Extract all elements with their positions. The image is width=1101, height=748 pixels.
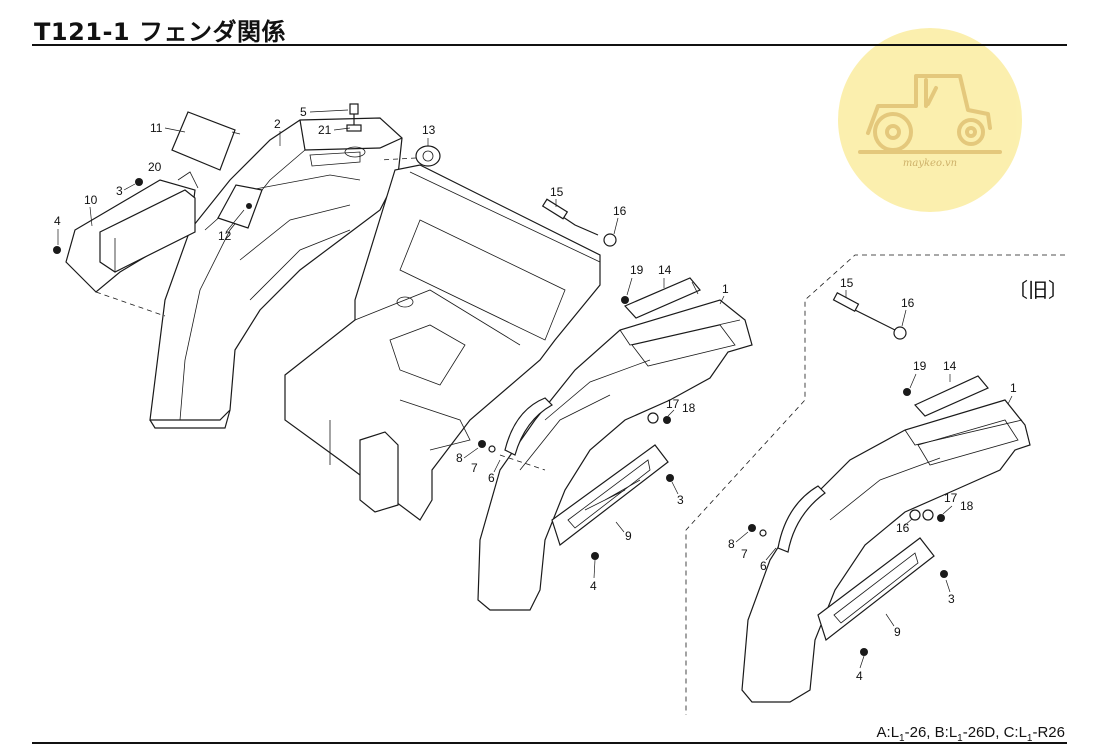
callout: 3 — [677, 493, 684, 507]
callout: 16 — [896, 521, 910, 535]
nut-part-19 — [621, 296, 629, 304]
grommet-part-13 — [379, 145, 441, 167]
callout: 7 — [741, 547, 748, 561]
callout: 3 — [116, 184, 123, 198]
callout: 17 — [666, 397, 680, 411]
nut-part-3b — [666, 474, 674, 482]
nut-part-18 — [663, 416, 671, 424]
lamp-cable-part-15 — [541, 198, 617, 247]
old-washer-part-17 — [922, 509, 934, 521]
old-nut-part-3 — [940, 570, 948, 578]
strip-part-14 — [623, 277, 701, 319]
callout: 10 — [84, 193, 98, 207]
callout: 18 — [960, 499, 974, 513]
washer-part-7 — [488, 445, 496, 453]
callout: 9 — [625, 529, 632, 543]
model-applicability-note: A:L1-26, B:L1-26D, C:L1-R26 — [876, 724, 1065, 744]
old-version-frame — [685, 254, 1065, 715]
callout: 5 — [300, 105, 307, 119]
bolt-part-4b — [591, 552, 599, 560]
old-washer-part-7 — [759, 529, 767, 537]
title-rule — [32, 44, 1067, 46]
callout: 9 — [894, 625, 901, 639]
callout: 19 — [913, 359, 927, 373]
callout: 6 — [760, 559, 767, 573]
old-cover-plate-part-9 — [817, 537, 935, 642]
callout: 18 — [682, 401, 696, 415]
old-nut-part-18 — [937, 514, 945, 522]
old-bolt-part-4 — [860, 648, 868, 656]
old-bolt-part-8 — [748, 524, 756, 532]
callouts-old: 15 16 19 14 1 17 18 16 8 7 6 3 9 4 — [728, 276, 1017, 683]
callout: 15 — [550, 185, 564, 199]
fender-liner-part-6 — [504, 397, 553, 456]
callout: 4 — [856, 669, 863, 683]
old-cable-part-15 — [832, 292, 907, 340]
callout: 4 — [54, 214, 61, 228]
watermark-text: maykeo.vn — [902, 158, 958, 169]
washer-part-17 — [647, 412, 659, 424]
callout: 13 — [422, 123, 436, 137]
bracket-part-12 — [217, 184, 263, 229]
bolt-part-4 — [53, 246, 61, 254]
old-strip-part-14 — [914, 375, 989, 417]
callout: 4 — [590, 579, 597, 593]
callout: 6 — [488, 471, 495, 485]
callout: 16 — [901, 296, 915, 310]
callout: 15 — [840, 276, 854, 290]
callout: 2 — [274, 117, 281, 131]
old-version-label: 〔旧〕 — [1008, 278, 1068, 302]
callout: 11 — [150, 121, 163, 135]
callout: 7 — [471, 461, 478, 475]
page-title: T121-1 フェンダ関係 — [34, 18, 286, 46]
callout: 20 — [148, 160, 162, 174]
callout: 8 — [456, 451, 463, 465]
old-washer-part-16 — [909, 509, 921, 521]
callout: 14 — [943, 359, 957, 373]
box-part-10 — [65, 171, 199, 317]
callout: 21 — [318, 123, 332, 137]
callouts-main: 11 2 5 21 13 20 3 10 4 12 15 16 19 14 1 … — [54, 105, 729, 593]
bolt-part-5 — [346, 103, 362, 132]
callout: 16 — [613, 204, 627, 218]
callout: 3 — [948, 592, 955, 606]
watermark-logo: maykeo.vn — [838, 28, 1022, 212]
callout: 19 — [630, 263, 644, 277]
callout: 1 — [722, 282, 729, 296]
callout: 8 — [728, 537, 735, 551]
nut-part-3 — [135, 178, 143, 186]
bolt-part-8 — [478, 440, 486, 448]
callout: 1 — [1010, 381, 1017, 395]
bottom-rule — [32, 742, 1067, 744]
callout: 14 — [658, 263, 672, 277]
old-nut-part-19 — [903, 388, 911, 396]
floor-frame — [284, 164, 601, 521]
tractor-icon — [858, 74, 1002, 154]
plate-part-11 — [171, 111, 241, 171]
callout: 17 — [944, 491, 958, 505]
callout: 12 — [218, 229, 232, 243]
old-liner-part-6 — [777, 485, 826, 553]
cover-plate-part-9 — [551, 444, 669, 546]
